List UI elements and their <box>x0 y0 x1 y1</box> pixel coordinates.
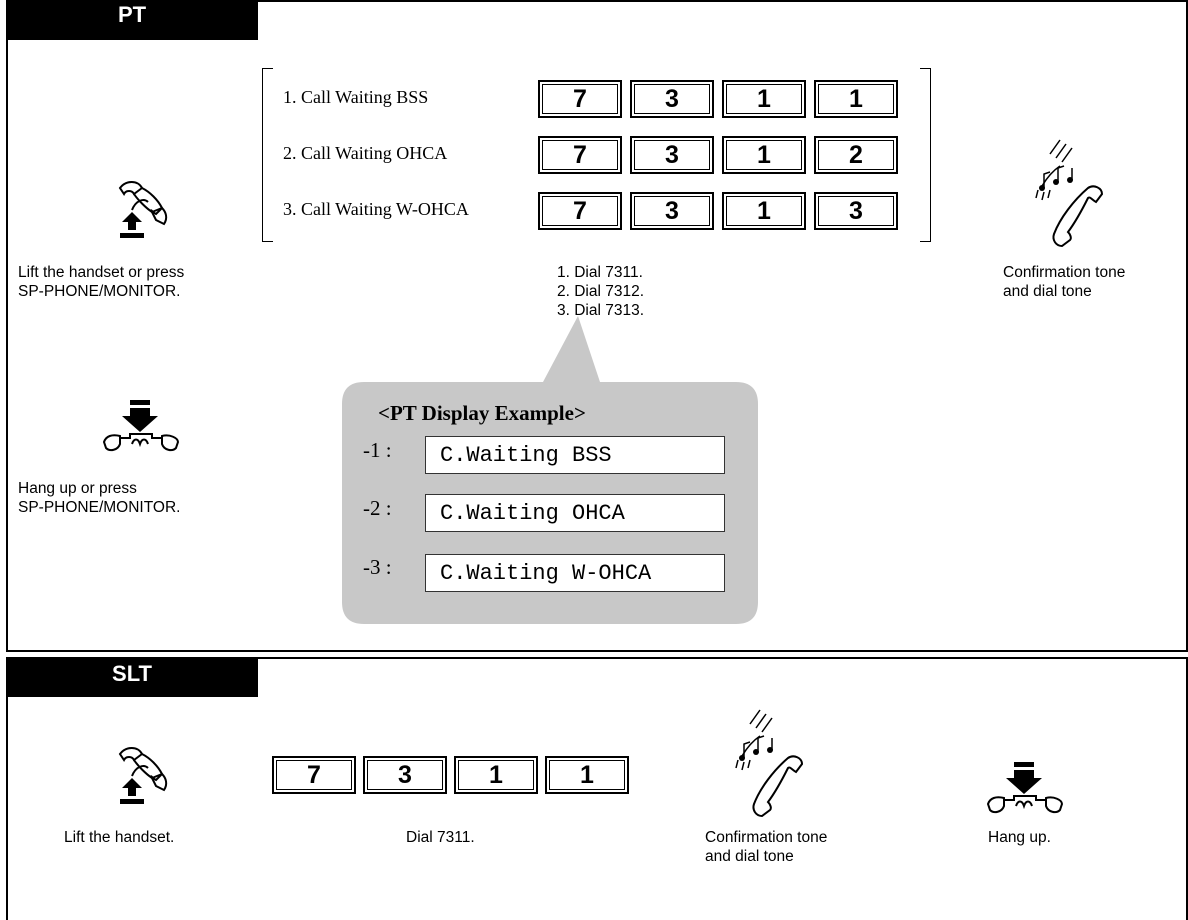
key-r3-1: 7 <box>538 192 622 230</box>
key-label: 7 <box>542 84 618 114</box>
slt-tone-caption-line1: Confirmation tone <box>705 829 828 846</box>
key-r3-3: 1 <box>722 192 806 230</box>
key-r2-1: 7 <box>538 136 622 174</box>
key-r2-2: 3 <box>630 136 714 174</box>
pt-lift-caption-line2: SP-PHONE/MONITOR. <box>18 283 181 300</box>
key-label: 2 <box>818 140 894 170</box>
key-label: 1 <box>726 84 802 114</box>
row-label-2: 2. Call Waiting OHCA <box>283 143 448 163</box>
display-line-3: C.Waiting W-OHCA <box>425 554 725 592</box>
key-label: 3 <box>634 140 710 170</box>
key-label: 3 <box>818 196 894 226</box>
slt-dial-caption: Dial 7311. <box>406 829 475 846</box>
key-r1-2: 3 <box>630 80 714 118</box>
slt-key-4: 1 <box>545 756 629 794</box>
dial-note-1: 1. Dial 7311. <box>557 264 643 281</box>
confirmation-tone-icon <box>1035 139 1104 248</box>
confirmation-tone-icon <box>735 709 804 818</box>
handset-lift-icon <box>118 747 168 804</box>
display-line-2: C.Waiting OHCA <box>425 494 725 532</box>
key-r2-4: 2 <box>814 136 898 174</box>
right-bracket <box>920 68 931 242</box>
key-r1-1: 7 <box>538 80 622 118</box>
slt-tab: SLT <box>6 657 258 697</box>
pt-lift-caption-line1: Lift the handset or press <box>18 264 185 281</box>
pt-tone-caption-line2: and dial tone <box>1003 283 1092 300</box>
handset-hangup-icon <box>986 762 1064 814</box>
key-label: 7 <box>542 140 618 170</box>
row-label-3: 3. Call Waiting W-OHCA <box>283 199 469 219</box>
slt-key-1: 7 <box>272 756 356 794</box>
pt-header-line <box>258 0 1188 2</box>
display-index-3: -3 : <box>363 555 392 579</box>
key-label: 1 <box>549 760 625 790</box>
slt-section <box>6 657 1188 920</box>
key-label: 1 <box>458 760 534 790</box>
slt-tone-caption-line2: and dial tone <box>705 848 794 865</box>
pt-hangup-caption-line1: Hang up or press <box>18 480 137 497</box>
key-label: 3 <box>634 196 710 226</box>
key-r3-4: 3 <box>814 192 898 230</box>
dial-note-2: 2. Dial 7312. <box>557 283 645 300</box>
handset-hangup-icon <box>102 400 180 452</box>
key-r1-3: 1 <box>722 80 806 118</box>
dial-note-3: 3. Dial 7313. <box>557 302 645 319</box>
left-bracket <box>262 68 273 242</box>
pt-tone-caption-line1: Confirmation tone <box>1003 264 1126 281</box>
key-label: 7 <box>542 196 618 226</box>
key-r1-4: 1 <box>814 80 898 118</box>
slt-key-3: 1 <box>454 756 538 794</box>
slt-lift-caption: Lift the handset. <box>64 829 175 846</box>
slt-key-2: 3 <box>363 756 447 794</box>
pt-tab: PT <box>6 0 258 40</box>
key-label: 1 <box>726 140 802 170</box>
key-label: 3 <box>634 84 710 114</box>
display-example-title: <PT Display Example> <box>378 401 586 425</box>
display-line-1: C.Waiting BSS <box>425 436 725 474</box>
key-r2-3: 1 <box>722 136 806 174</box>
key-label: 1 <box>818 84 894 114</box>
slt-hangup-caption: Hang up. <box>988 829 1051 846</box>
pt-section <box>6 0 1188 652</box>
display-index-2: -2 : <box>363 496 392 520</box>
key-label: 7 <box>276 760 352 790</box>
pt-hangup-caption-line2: SP-PHONE/MONITOR. <box>18 499 181 516</box>
key-label: 1 <box>726 196 802 226</box>
key-label: 3 <box>367 760 443 790</box>
key-r3-2: 3 <box>630 192 714 230</box>
display-index-1: -1 : <box>363 438 392 462</box>
row-label-1: 1. Call Waiting BSS <box>283 87 429 107</box>
handset-lift-icon <box>118 181 168 238</box>
